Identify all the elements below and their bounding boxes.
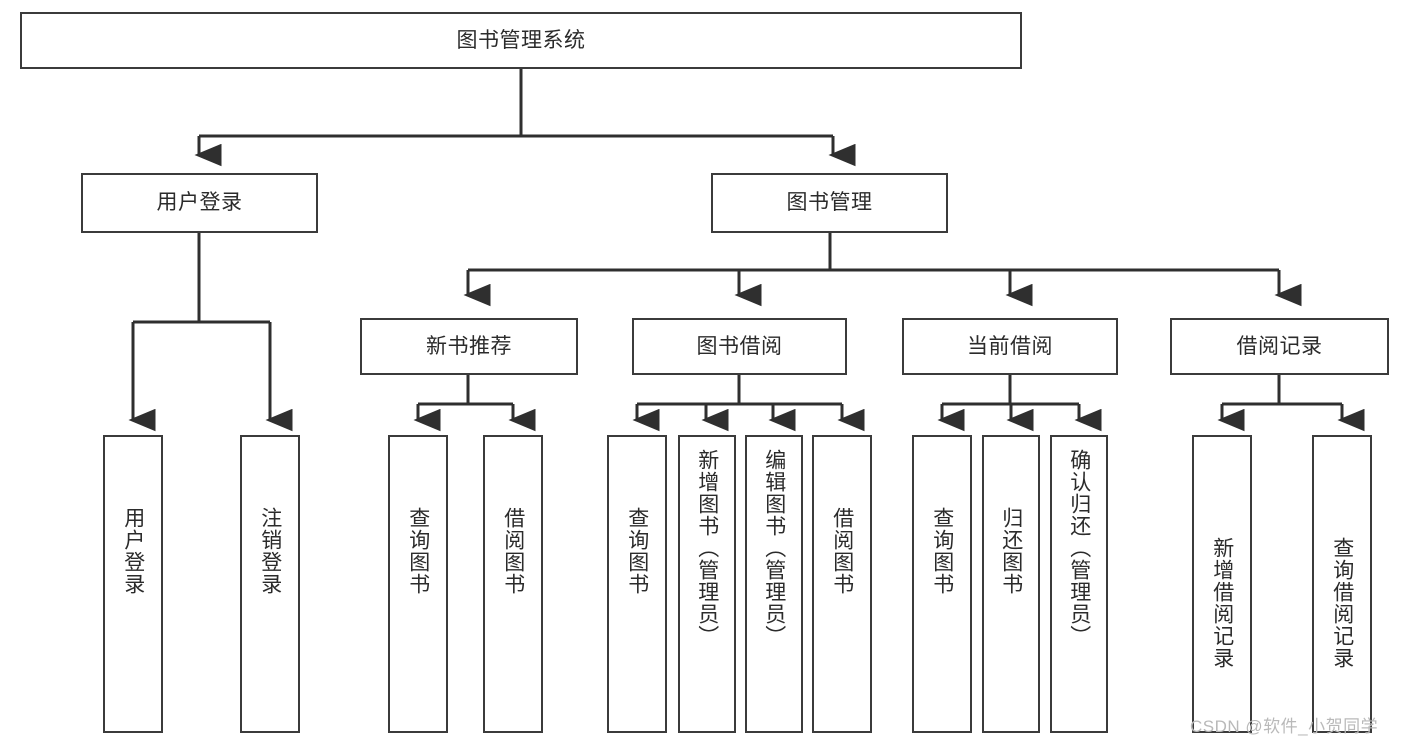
node-user-login-label: 用户登录	[156, 191, 243, 215]
node-borrow-record-label: 借阅记录	[1236, 334, 1323, 358]
leaf-query-book-3[interactable]: 查询图书	[912, 435, 972, 733]
leaf-return-book-label: 归还图书	[999, 507, 1023, 595]
node-book-management-label: 图书管理	[786, 191, 873, 215]
node-root[interactable]: 图书管理系统	[20, 12, 1022, 69]
leaf-edit-book[interactable]: 编辑图书（管理员）	[745, 435, 803, 733]
node-book-borrow-label: 图书借阅	[696, 334, 783, 358]
node-current-borrow-label: 当前借阅	[967, 334, 1053, 358]
leaf-query-book-3-label: 查询图书	[930, 507, 954, 595]
leaf-query-book-2[interactable]: 查询图书	[607, 435, 667, 733]
leaf-query-record-label: 查询借阅记录	[1330, 537, 1354, 669]
leaf-logout-login[interactable]: 注销登录	[240, 435, 300, 733]
leaf-borrow-book-1-label: 借阅图书	[501, 507, 525, 595]
leaf-return-book[interactable]: 归还图书	[982, 435, 1040, 733]
leaf-borrow-book-2-label: 借阅图书	[830, 507, 854, 595]
leaf-confirm-return[interactable]: 确认归还（管理员）	[1050, 435, 1108, 733]
leaf-borrow-book-2[interactable]: 借阅图书	[812, 435, 872, 733]
node-user-login[interactable]: 用户登录	[81, 173, 318, 233]
node-new-book-recommend-label: 新书推荐	[426, 334, 512, 358]
leaf-add-record[interactable]: 新增借阅记录	[1192, 435, 1252, 733]
leaf-user-login[interactable]: 用户登录	[103, 435, 163, 733]
leaf-add-book-label: 新增图书（管理员）	[695, 449, 719, 647]
leaf-query-record[interactable]: 查询借阅记录	[1312, 435, 1372, 733]
leaf-confirm-return-label: 确认归还（管理员）	[1067, 449, 1091, 647]
node-current-borrow[interactable]: 当前借阅	[902, 318, 1118, 375]
leaf-borrow-book-1[interactable]: 借阅图书	[483, 435, 543, 733]
leaf-query-book-1[interactable]: 查询图书	[388, 435, 448, 733]
watermark: CSDN @软件_小贺同学	[1190, 717, 1379, 736]
leaf-user-login-label: 用户登录	[121, 507, 145, 595]
leaf-query-book-2-label: 查询图书	[625, 507, 649, 595]
leaf-logout-login-label: 注销登录	[258, 507, 282, 595]
leaf-edit-book-label: 编辑图书（管理员）	[762, 449, 786, 647]
node-new-book-recommend[interactable]: 新书推荐	[360, 318, 578, 375]
leaf-add-record-label: 新增借阅记录	[1210, 537, 1234, 669]
leaf-query-book-1-label: 查询图书	[406, 507, 430, 595]
node-borrow-record[interactable]: 借阅记录	[1170, 318, 1389, 375]
node-book-borrow[interactable]: 图书借阅	[632, 318, 847, 375]
node-root-label: 图书管理系统	[456, 28, 586, 52]
leaf-add-book[interactable]: 新增图书（管理员）	[678, 435, 736, 733]
node-book-management[interactable]: 图书管理	[711, 173, 948, 233]
